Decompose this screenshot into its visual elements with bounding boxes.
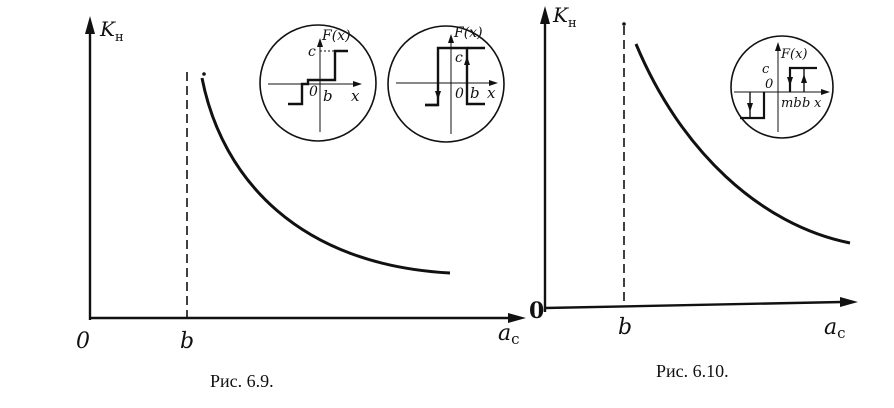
inset-y-arrow <box>775 42 781 51</box>
inset-characteristic-1: F(x) c 0 b x <box>259 24 377 142</box>
inset-c-label: c <box>455 50 463 66</box>
inset-arrow-down-left <box>747 103 753 112</box>
inset-arrow-up <box>464 56 470 65</box>
figure-6-9: Kн ac 0 b F(x) c 0 b x <box>76 16 526 391</box>
b-tick-label: b <box>180 329 194 354</box>
inset-origin-label: 0 <box>309 84 318 100</box>
inset-relay-step <box>288 49 348 106</box>
figure-6-10: Kн ac 0 b F(x) c 0 mb b x <box>529 3 858 381</box>
y-axis-arrow <box>540 6 550 24</box>
inset-y-label: F(x) <box>453 25 483 41</box>
x-axis <box>544 300 843 310</box>
inset-y-arrow <box>448 34 454 43</box>
k-curve <box>200 77 451 275</box>
x-axis-label: ac <box>498 321 520 348</box>
inset-x-arrow <box>821 89 830 95</box>
y-axis-label: Kн <box>552 3 577 31</box>
inset-b-label: b <box>323 87 333 105</box>
inset-circle <box>730 35 834 139</box>
inset-x-arrow <box>489 80 498 86</box>
inset-c-label: c <box>308 44 316 60</box>
inset-y-label: F(x) <box>780 47 808 62</box>
dashed-line-top-dot <box>622 22 626 26</box>
inset-origin-label: 0 <box>455 86 464 102</box>
b-tick-label: b <box>618 315 632 340</box>
y-axis-label: Kн <box>99 17 124 45</box>
inset-c-label: c <box>762 62 770 77</box>
inset-x-label: x <box>814 96 822 111</box>
inset-y-label: F(x) <box>321 28 351 44</box>
x-axis-arrow <box>840 297 858 307</box>
inset-characteristic-3: F(x) c 0 mb b x <box>730 35 834 139</box>
inset-x-label: x <box>351 87 360 105</box>
inset-b-label: b <box>470 84 480 102</box>
inset-b-label: b <box>802 96 810 111</box>
figure-caption: Рис. 6.9. <box>210 371 274 391</box>
inset-arrow-up <box>801 74 807 83</box>
inset-arrow-down <box>787 77 793 86</box>
k-curve <box>634 43 851 245</box>
inset-y-arrow <box>317 38 323 47</box>
inset-mb-label: mb <box>781 96 802 111</box>
inset-lower-branch <box>740 92 766 120</box>
inset-circle <box>387 25 505 143</box>
figure-caption: Рис. 6.10. <box>656 361 729 381</box>
y-axis-arrow <box>85 16 95 34</box>
inset-origin-label: 0 <box>765 77 773 92</box>
inset-circle <box>259 24 377 142</box>
x-axis-arrow <box>508 313 526 323</box>
origin-label: 0 <box>76 329 90 354</box>
inset-x-label: x <box>487 84 496 102</box>
inset-characteristic-2: F(x) c 0 b x <box>387 25 505 143</box>
curve-start-dot <box>202 72 206 76</box>
x-axis-label: ac <box>824 315 846 342</box>
inset-x-arrow <box>353 81 362 87</box>
inset-arrow-down <box>435 91 441 100</box>
origin-label: 0 <box>529 298 544 324</box>
